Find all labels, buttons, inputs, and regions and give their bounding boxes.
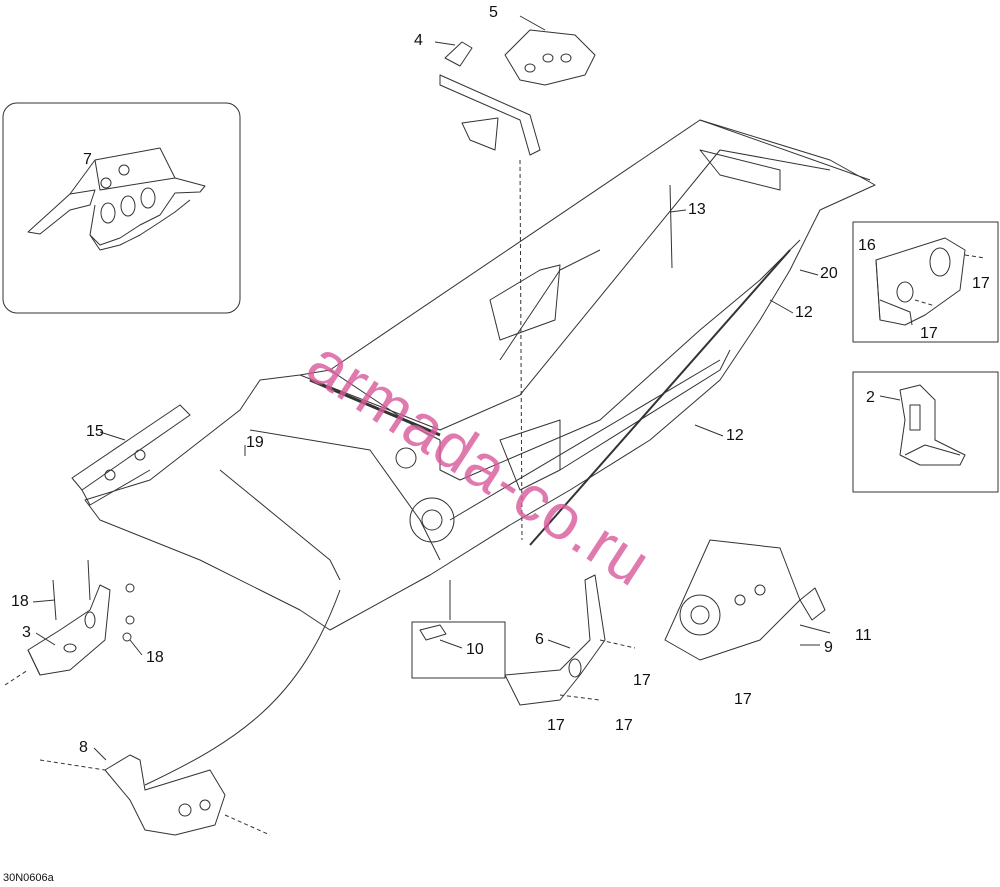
callout-8: 8	[79, 739, 88, 756]
callout-17: 17	[972, 275, 990, 292]
part-8-bracket	[40, 755, 270, 835]
part-9-plate	[665, 540, 800, 660]
part-4-bracket	[440, 42, 540, 155]
callout-17: 17	[633, 672, 651, 689]
alignment-line-part-4	[520, 160, 522, 540]
inset-box-part-16	[853, 222, 998, 342]
callout-15: 15	[86, 423, 104, 440]
inset-box-part-7	[3, 103, 240, 313]
part-5-shield	[505, 30, 595, 85]
callout-2: 2	[866, 389, 875, 406]
part-2-bracket	[900, 385, 965, 465]
callout-16: 16	[858, 237, 876, 254]
inset-box-part-2	[853, 372, 998, 492]
harness-arrow-part-8	[145, 590, 340, 785]
diagram-code: 30N0606a	[3, 872, 54, 884]
part-11-bracket	[800, 588, 825, 620]
part-7-bracket	[28, 148, 205, 250]
callout-6: 6	[535, 631, 544, 648]
callout-17: 17	[920, 325, 938, 342]
callout-13: 13	[688, 201, 706, 218]
callout-3: 3	[22, 624, 31, 641]
chassis-frame	[85, 120, 875, 630]
callout-5: 5	[489, 4, 498, 21]
callout-20: 20	[820, 265, 838, 282]
callout-11: 11	[855, 627, 872, 644]
callout-4: 4	[414, 32, 423, 49]
callout-9: 9	[824, 639, 833, 656]
part-3-bracket	[5, 560, 110, 685]
part-6-bracket	[505, 575, 635, 705]
part-15-rail	[72, 405, 190, 505]
part-16-bracket	[876, 238, 985, 325]
callout-10: 10	[466, 641, 484, 658]
callout-12: 12	[795, 304, 813, 321]
inset-box-part-10	[412, 622, 505, 678]
callout-18: 18	[11, 593, 29, 610]
callout-17: 17	[734, 691, 752, 708]
callout-19: 19	[246, 434, 264, 451]
callout-7: 7	[83, 151, 92, 168]
leader-lines	[33, 16, 900, 760]
part-18-fasteners	[123, 584, 134, 641]
callout-12: 12	[726, 427, 744, 444]
callout-17: 17	[547, 717, 565, 734]
callout-18: 18	[146, 649, 164, 666]
callout-17: 17	[615, 717, 633, 734]
part-10-pad	[420, 625, 446, 640]
